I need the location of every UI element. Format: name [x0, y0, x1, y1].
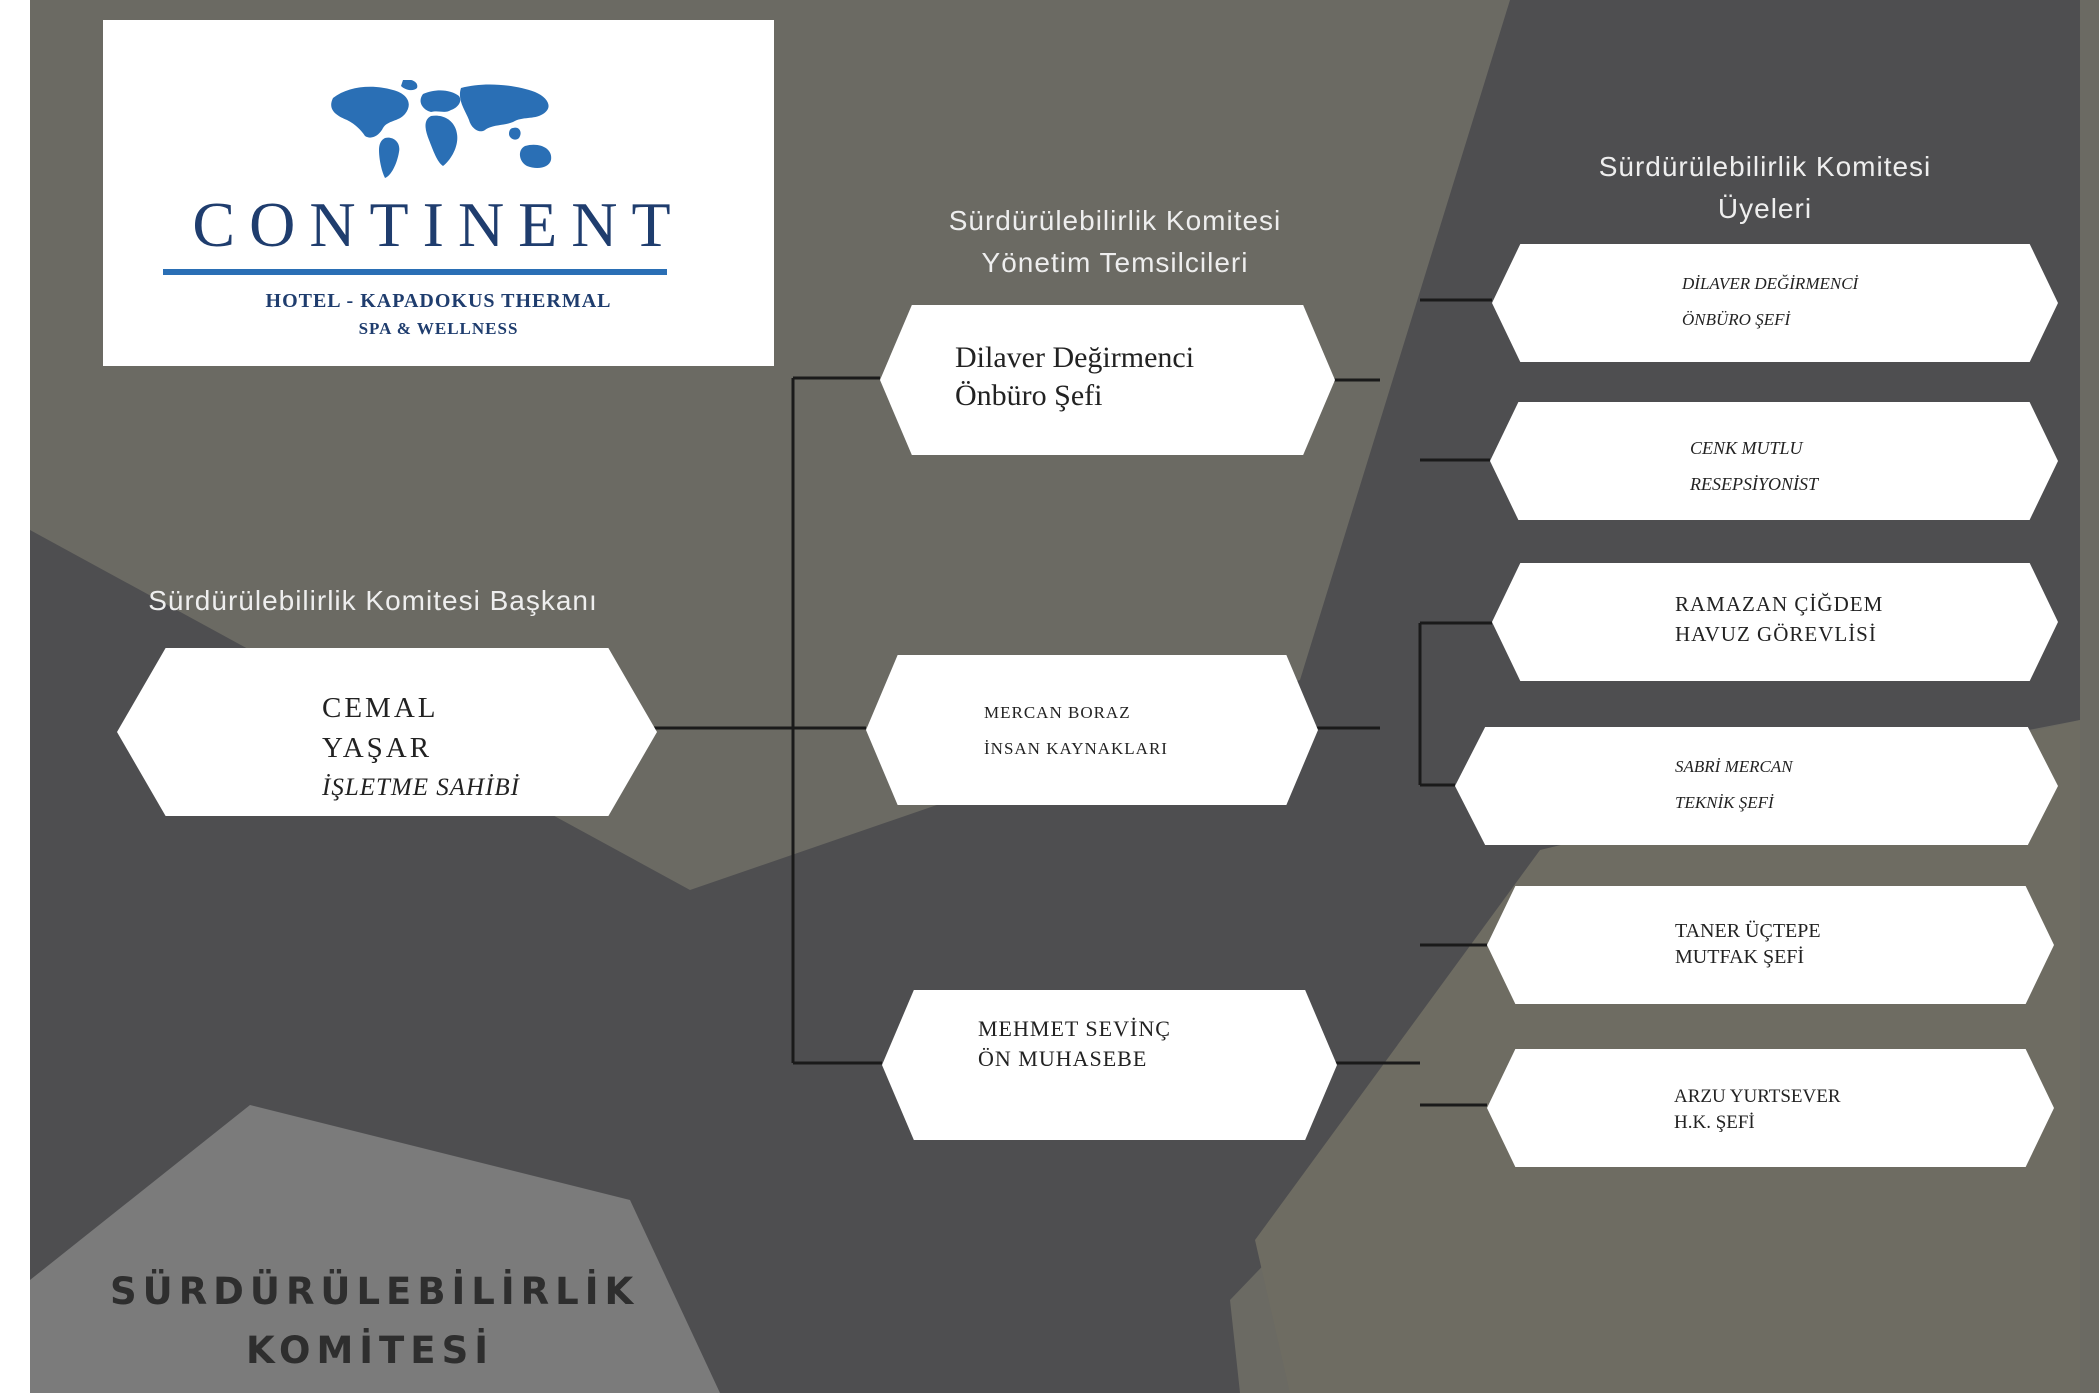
- member-role: RESEPSİYONİST: [1690, 474, 1818, 494]
- member-node: DİLAVER DEĞİRMENCİ ÖNBÜRO ŞEFİ: [1492, 244, 2058, 362]
- management-heading: Sürdürülebilirlik Komitesi Yönetim Temsi…: [890, 200, 1340, 284]
- member-node: CENK MUTLU RESEPSİYONİST: [1490, 402, 2058, 520]
- member-name: SABRİ MERCAN: [1675, 757, 1793, 776]
- brand-rule: [163, 269, 667, 275]
- chair-role: İŞLETME SAHİBİ: [322, 774, 520, 801]
- member-name: CENK MUTLU: [1690, 438, 1803, 458]
- representative-name: Dilaver Değirmenci: [955, 341, 1195, 374]
- representative-name: MERCAN BORAZ: [984, 703, 1131, 722]
- member-node: RAMAZAN ÇİĞDEM HAVUZ GÖREVLİSİ: [1492, 563, 2058, 681]
- member-role: HAVUZ GÖREVLİSİ: [1675, 622, 1877, 646]
- member-node: TANER ÜÇTEPE MUTFAK ŞEFİ: [1487, 886, 2054, 1004]
- member-role: H.K. ŞEFİ: [1674, 1112, 1755, 1133]
- chair-node: CEMAL YAŞAR İŞLETME SAHİBİ: [117, 648, 657, 816]
- committee-title-line1: SÜRDÜRÜLEBİLİRLİK: [110, 1270, 640, 1313]
- member-node: SABRİ MERCAN TEKNİK ŞEFİ: [1455, 727, 2058, 845]
- representative-name: MEHMET SEVİNÇ: [978, 1016, 1171, 1041]
- member-name: TANER ÜÇTEPE: [1675, 920, 1821, 942]
- member-name: RAMAZAN ÇİĞDEM: [1675, 592, 1884, 616]
- committee-title-line2: KOMİTESİ: [246, 1329, 494, 1373]
- brand-subtitle: HOTEL - KAPADOKUS THERMAL: [265, 290, 612, 312]
- member-role: MUTFAK ŞEFİ: [1675, 946, 1805, 968]
- management-heading-line2: Yönetim Temsilcileri: [981, 247, 1249, 278]
- member-role: ÖNBÜRO ŞEFİ: [1682, 310, 1791, 329]
- world-map-icon: [331, 80, 552, 178]
- chair-name-line1: CEMAL: [322, 692, 439, 724]
- management-heading-line1: Sürdürülebilirlik Komitesi: [948, 205, 1282, 236]
- brand-name: CONTINENT: [192, 189, 685, 260]
- member-role: TEKNİK ŞEFİ: [1675, 793, 1774, 812]
- member-name: ARZU YURTSEVER: [1674, 1086, 1841, 1107]
- left-margin: [0, 0, 30, 1393]
- representative-node: MEHMET SEVİNÇ ÖN MUHASEBE: [882, 990, 1337, 1140]
- committee-title: SÜRDÜRÜLEBİLİRLİK KOMİTESİ: [110, 1262, 633, 1380]
- representative-role: İNSAN KAYNAKLARI: [984, 739, 1168, 758]
- background-light-shape: [30, 1105, 720, 1393]
- brand-tagline: SPA & WELLNESS: [358, 319, 519, 338]
- members-heading-line1: Sürdürülebilirlik Komitesi: [1598, 151, 1932, 182]
- members-heading-line2: Üyeleri: [1717, 193, 1813, 224]
- representative-role: ÖN MUHASEBE: [978, 1046, 1148, 1071]
- representative-role: Önbüro Şefi: [955, 379, 1103, 412]
- connectors: [650, 298, 1492, 1107]
- hotel-logo: CONTINENT HOTEL - KAPADOKUS THERMAL SPA …: [103, 20, 774, 366]
- member-node: ARZU YURTSEVER H.K. ŞEFİ: [1487, 1049, 2054, 1167]
- members-heading: Sürdürülebilirlik Komitesi Üyeleri: [1540, 146, 1990, 230]
- member-name: DİLAVER DEĞİRMENCİ: [1682, 274, 1859, 293]
- representative-node: Dilaver Değirmenci Önbüro Şefi: [880, 305, 1335, 455]
- chair-heading: Sürdürülebilirlik Komitesi Başkanı: [148, 585, 598, 616]
- chair-name-line2: YAŞAR: [322, 732, 433, 764]
- representative-node: MERCAN BORAZ İNSAN KAYNAKLARI: [866, 655, 1318, 805]
